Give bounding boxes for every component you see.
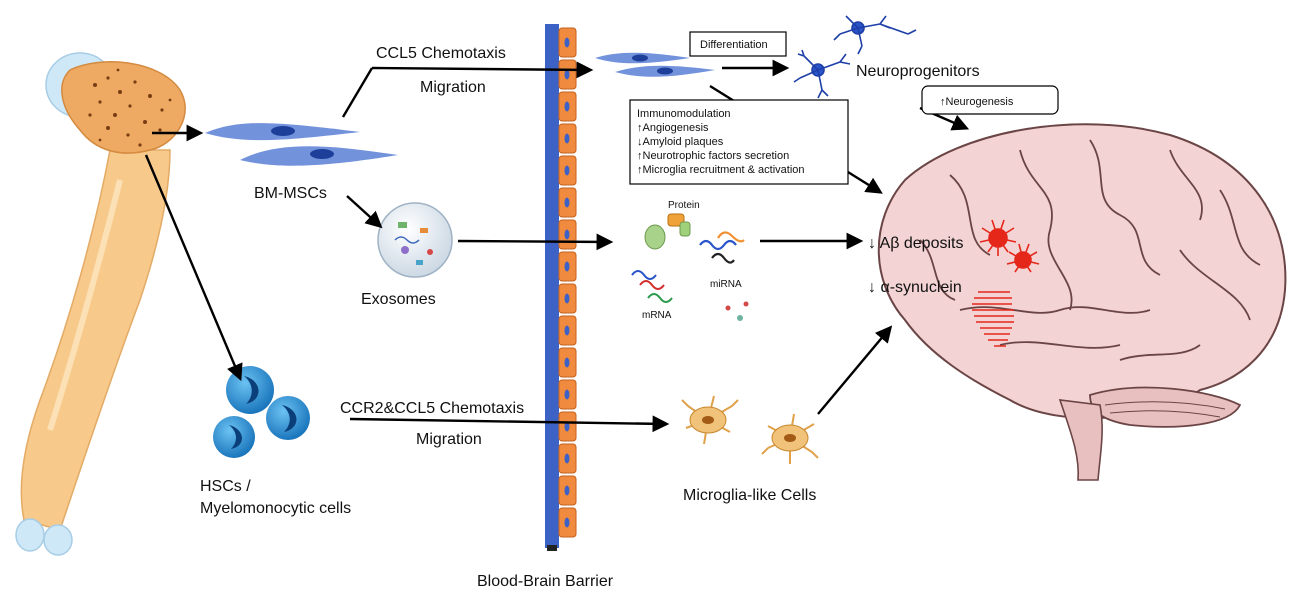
- hsc-cell: [213, 416, 255, 458]
- ccr2-ccl5-chemotaxis-label: CCR2&CCL5 Chemotaxis: [340, 400, 524, 417]
- bbb-cell-nucleus: [564, 101, 570, 112]
- bbb-label: Blood-Brain Barrier: [477, 573, 614, 590]
- microglia-like-cells: [681, 395, 819, 464]
- effect-item: ↑Microglia recruitment & activation: [637, 164, 805, 176]
- brain-illustration: [877, 123, 1287, 481]
- protein-label: Protein: [668, 200, 700, 211]
- exosome-cargo: [631, 213, 749, 321]
- bbb-cell-nucleus: [564, 421, 570, 432]
- hscs-label-line1: HSCs /: [200, 478, 251, 495]
- differentiation-box: Differentiation: [689, 31, 787, 57]
- ccl5-chemotaxis-label: CCL5 Chemotaxis: [376, 45, 506, 62]
- bbb-cell-nucleus: [564, 37, 570, 48]
- flow-arrows: [144, 59, 970, 433]
- bone-marrow-dots: [88, 68, 172, 147]
- effect-item: ↑Neurotrophic factors secretion: [637, 150, 789, 162]
- bbb-cell-nucleus: [564, 517, 570, 528]
- microglia-like-label: Microglia-like Cells: [683, 487, 816, 504]
- hsc-cell: [226, 366, 274, 414]
- effect-item: ↑Angiogenesis: [637, 122, 709, 134]
- hscs-label-line2: Myelomonocytic cells: [200, 500, 351, 517]
- blood-brain-barrier: [545, 24, 577, 551]
- migrated-mscs: [595, 52, 715, 77]
- neurogenesis-label: ↑Neurogenesis: [940, 96, 1014, 108]
- ab-deposits-label: ↓ Aβ deposits: [868, 235, 963, 252]
- bbb-cell-nucleus: [564, 261, 570, 272]
- hscs-cells: [213, 366, 310, 458]
- bbb-cell-nucleus: [564, 133, 570, 144]
- alpha-synuclein-aggregates: [972, 291, 1014, 347]
- neurogenesis-box: ↑Neurogenesis: [921, 85, 1059, 115]
- differentiation-label: Differentiation: [700, 39, 768, 51]
- mirna-label: miRNA: [710, 279, 742, 290]
- bbb-cell-nucleus: [564, 389, 570, 400]
- bbb-cell-nucleus: [564, 485, 570, 496]
- hsc-cell: [266, 396, 310, 440]
- effects-box: Immunomodulation ↑Angiogenesis ↓Amyloid …: [629, 99, 849, 185]
- bbb-cell-nucleus: [564, 325, 570, 336]
- bbb-cell-nucleus: [564, 357, 570, 368]
- bbb-cell-nucleus: [564, 293, 570, 304]
- neuroprogenitors-label: Neuroprogenitors: [856, 63, 980, 80]
- bbb-cell-nucleus: [564, 197, 570, 208]
- bbb-cell-nucleus: [564, 165, 570, 176]
- neuroprogenitor-neurons: [793, 15, 917, 99]
- bm-mscs-label: BM-MSCs: [254, 185, 327, 202]
- femur-bone-illustration: [15, 52, 186, 556]
- exosome-illustration: [377, 202, 453, 278]
- bbb-cell-nucleus: [564, 229, 570, 240]
- migration-bottom-label: Migration: [416, 431, 482, 448]
- effect-item: ↓Amyloid plaques: [637, 136, 724, 148]
- effect-item: Immunomodulation: [637, 108, 731, 120]
- bbb-cell-nucleus: [564, 69, 570, 80]
- migration-top-label: Migration: [420, 79, 486, 96]
- amyloid-plaques: [979, 219, 1040, 273]
- bbb-cell-nucleus: [564, 453, 570, 464]
- bbb-endothelial-cells: [558, 27, 577, 538]
- alpha-synuclein-label: ↓ α-synuclein: [868, 279, 962, 296]
- mrna-label: mRNA: [642, 310, 672, 321]
- bm-mscs-cells: [205, 123, 398, 166]
- exosomes-label: Exosomes: [361, 291, 436, 308]
